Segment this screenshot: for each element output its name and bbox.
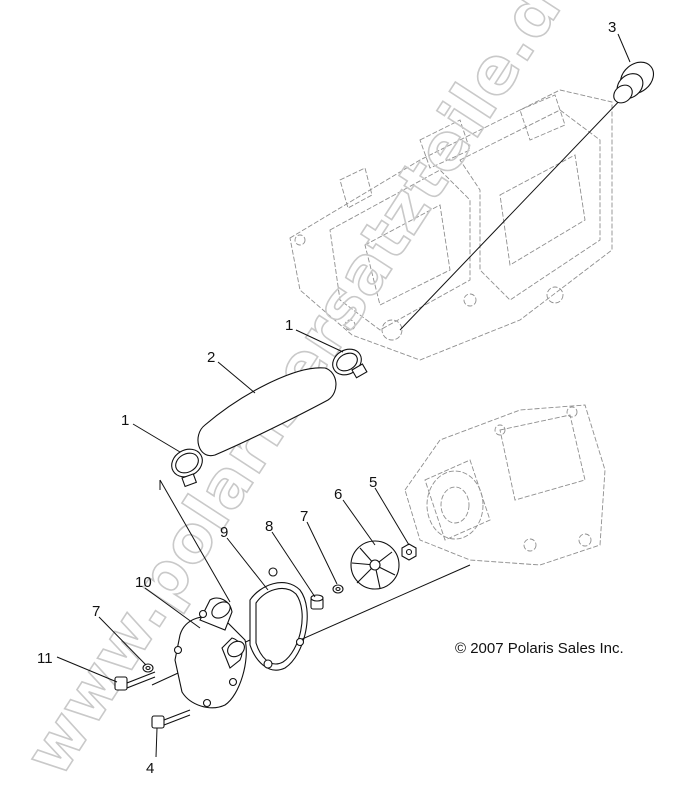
leader-lines bbox=[56, 33, 631, 758]
callout-10: 10 bbox=[135, 574, 152, 591]
callout-1-upper: 1 bbox=[285, 317, 293, 334]
part-10-pump-cover bbox=[173, 597, 247, 709]
part-3-fitting bbox=[613, 61, 655, 104]
callout-4: 4 bbox=[146, 760, 154, 777]
callout-9: 9 bbox=[220, 524, 228, 541]
part-7-washer-left bbox=[142, 663, 154, 673]
part-1-clamp-lower bbox=[171, 448, 203, 488]
part-6-impeller bbox=[350, 540, 400, 590]
callout-5: 5 bbox=[369, 474, 377, 491]
callout-7-mid: 7 bbox=[300, 508, 308, 525]
callout-6: 6 bbox=[334, 486, 342, 503]
part-11-bolt bbox=[114, 671, 156, 691]
engine-block-outline bbox=[289, 89, 613, 361]
callout-2: 2 bbox=[207, 349, 215, 366]
callout-1-lower: 1 bbox=[121, 412, 129, 429]
callout-11: 11 bbox=[37, 650, 53, 667]
part-4-bolt bbox=[151, 709, 191, 729]
part-7-washer-mid bbox=[332, 584, 344, 594]
copyright-text: © 2007 Polaris Sales Inc. bbox=[455, 640, 624, 657]
callout-labels: 1 2 3 1 5 6 7 8 9 10 7 11 4 bbox=[37, 19, 616, 777]
callout-3: 3 bbox=[608, 19, 616, 36]
part-2-hose bbox=[197, 367, 337, 457]
callout-8: 8 bbox=[265, 518, 273, 535]
part-8-plug bbox=[310, 594, 324, 610]
part-9-gasket bbox=[249, 567, 308, 671]
crankcase-outline bbox=[404, 404, 606, 566]
part-5-nut bbox=[401, 543, 417, 561]
callout-7-left: 7 bbox=[92, 603, 100, 620]
